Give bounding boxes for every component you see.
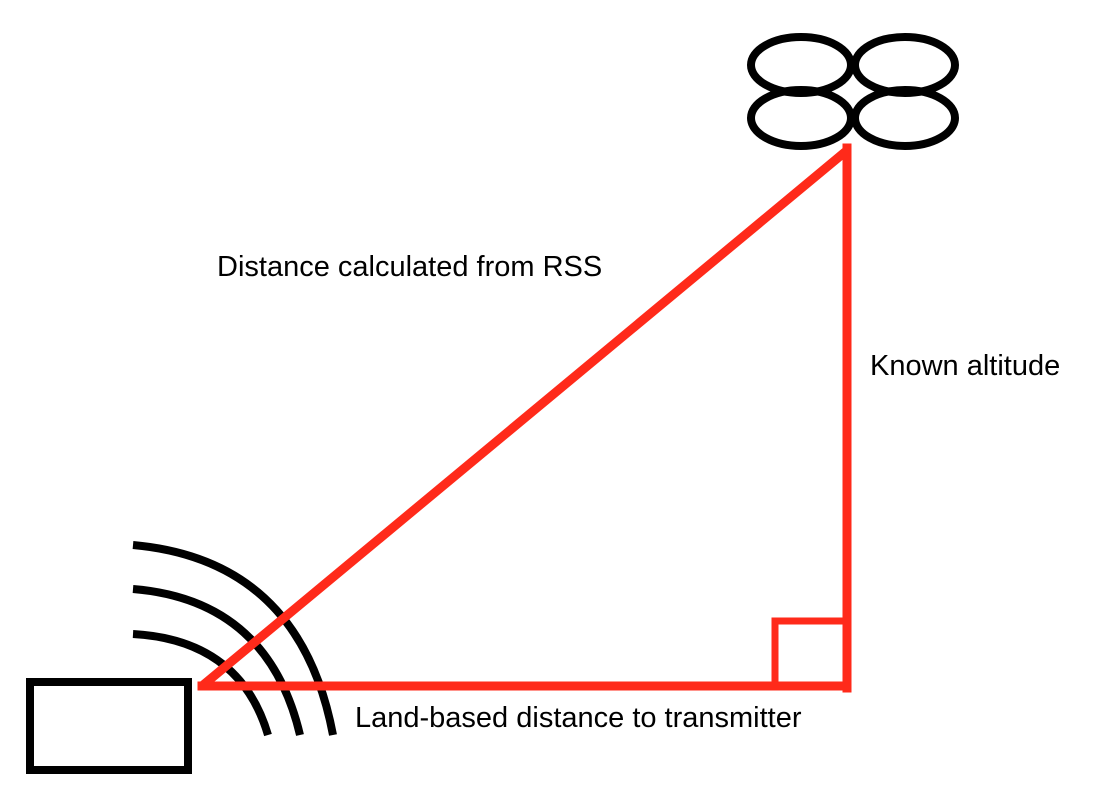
hypotenuse-line xyxy=(197,147,850,691)
receiver-box-icon xyxy=(26,678,192,774)
altitude-label: Known altitude xyxy=(870,350,1060,382)
quadcopter-icon xyxy=(747,33,959,150)
rotor-bottom-left xyxy=(747,86,855,150)
rotor-bottom-right xyxy=(851,86,959,150)
signal-waves-icon xyxy=(132,541,337,737)
triangle xyxy=(197,143,852,693)
ground-distance-label: Land-based distance to transmitter xyxy=(355,702,802,734)
signal-wave-middle xyxy=(132,585,304,736)
signal-wave-inner xyxy=(132,630,272,737)
right-angle-marker xyxy=(771,617,847,686)
signal-wave-outer xyxy=(132,541,337,736)
rotor-top-left xyxy=(747,33,855,97)
rotor-top-right xyxy=(851,33,959,97)
hypotenuse-label: Distance calculated from RSS xyxy=(217,251,602,283)
